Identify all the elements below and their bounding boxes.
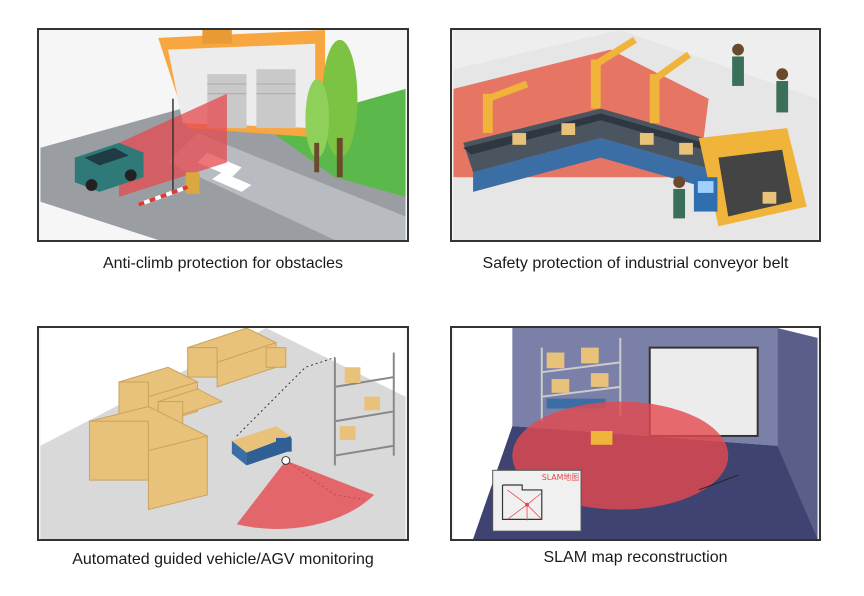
illustration-anti-climb xyxy=(37,28,409,242)
illustration-slam: SLAM地图 xyxy=(450,326,821,541)
agv-scene xyxy=(40,328,406,539)
caption-slam: SLAM map reconstruction xyxy=(543,549,728,566)
anti-climb-scene xyxy=(40,30,406,240)
caption-conveyor: Safety protection of industrial conveyor… xyxy=(482,255,789,272)
illustration-agv xyxy=(37,326,409,541)
conveyor-scene xyxy=(453,30,818,240)
caption-anti-climb: Anti-climb protection for obstacles xyxy=(102,255,344,272)
caption-agv: Automated guided vehicle/AGV monitoring xyxy=(72,551,374,568)
slam-scene: SLAM地图 xyxy=(453,328,818,539)
slam-inset-label: SLAM地图 xyxy=(542,472,580,482)
illustration-conveyor xyxy=(450,28,821,242)
